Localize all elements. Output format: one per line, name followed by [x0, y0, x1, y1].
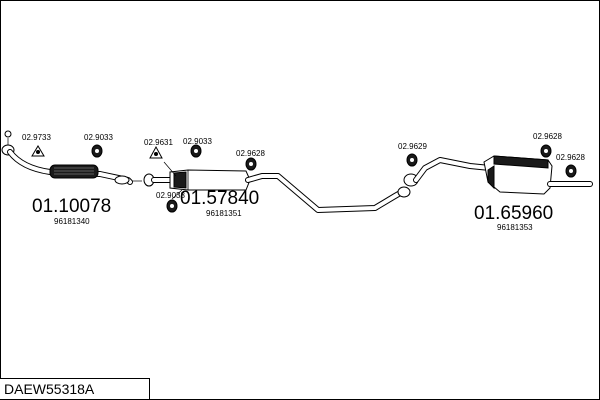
oem-number: 96181340: [54, 217, 90, 226]
accessory-code: 02.9628: [236, 149, 265, 158]
front-pipe[interactable]: [1, 144, 142, 185]
accessory-hanger-4[interactable]: [565, 164, 577, 178]
article-number: 01.57840: [180, 188, 259, 209]
accessory-clamp-2[interactable]: [149, 145, 177, 177]
accessory-rubber-3[interactable]: [166, 189, 183, 213]
accessory-rubber-2[interactable]: [190, 144, 202, 158]
oem-number: 96181353: [497, 223, 533, 232]
article-number: 01.65960: [474, 203, 553, 224]
accessory-code: 02.9733: [22, 133, 51, 142]
accessory-clamp-1[interactable]: [31, 145, 45, 157]
oem-number: 96181351: [206, 209, 242, 218]
accessory-code: 02.9033: [84, 133, 113, 142]
accessory-rubber-1[interactable]: [91, 144, 103, 158]
middle-silencer-body: [169, 169, 251, 191]
middle-silencer[interactable]: [143, 169, 411, 213]
accessory-code: 02.9628: [556, 153, 585, 162]
middle-outlet-flange: [397, 186, 411, 198]
accessory-code: 02.9033: [183, 137, 212, 146]
article-number: 01.10078: [32, 196, 111, 217]
accessory-code: 02.9628: [533, 132, 562, 141]
diagram-title-box: DAEW55318A: [0, 378, 150, 399]
gasket-icon: [4, 130, 12, 138]
accessory-gasket-1[interactable]: [4, 130, 12, 145]
accessory-hanger-3[interactable]: [540, 144, 552, 158]
rear-silencer[interactable]: [403, 155, 593, 195]
accessory-hanger-1[interactable]: [245, 157, 257, 171]
front-outlet-flange: [114, 175, 130, 185]
diagram-title: DAEW55318A: [4, 381, 95, 397]
accessory-code: 02.9631: [144, 138, 173, 147]
flex-section: [49, 164, 99, 179]
accessory-hanger-2[interactable]: [406, 153, 418, 167]
accessory-code: 02.9033: [156, 191, 185, 200]
accessory-code: 02.9629: [398, 142, 427, 151]
